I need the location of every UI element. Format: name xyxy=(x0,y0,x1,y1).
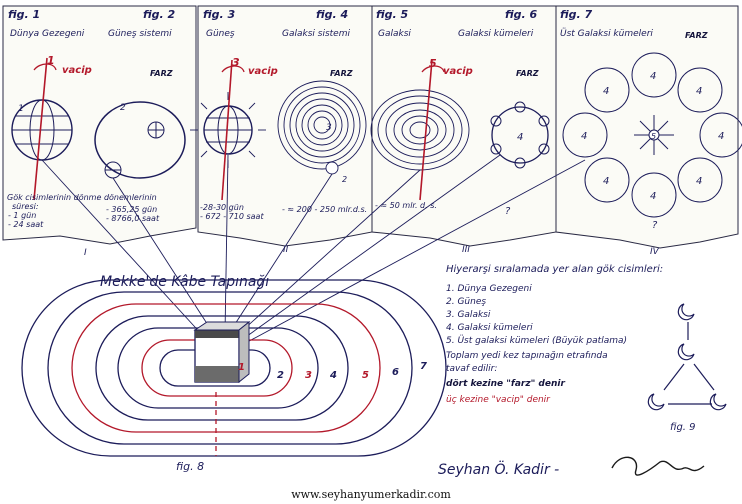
fig4-farz: FARZ xyxy=(330,69,353,78)
fig6-cluster xyxy=(490,101,550,169)
vacip-line: üç kezine "vacip" denir xyxy=(446,395,551,405)
fig7-c7: 4 xyxy=(650,71,656,82)
fig7-label: fig. 7 xyxy=(560,8,593,21)
fig7-c5: 4 xyxy=(603,176,609,187)
fig7-c4: 4 xyxy=(718,131,724,142)
rotation-title-1: Gök cisimlerinin dönme dönemlerinin xyxy=(7,193,157,202)
caption-dunya: Dünya Gezegeni xyxy=(10,29,85,39)
fig7-c3: 4 xyxy=(581,131,587,142)
fig4-num3: 3 xyxy=(326,123,332,133)
p2-line-b: - 8766,0 saat xyxy=(106,214,160,223)
hierarchy-title: Hiyerarşi sıralamada yer alan gök cisiml… xyxy=(446,264,663,275)
fig7-c6: 4 xyxy=(696,176,702,187)
fig7-supercluster xyxy=(562,52,742,218)
p2-line-a: - 365,25 gün xyxy=(106,205,157,214)
fig3-num: 3 xyxy=(232,56,240,69)
rotation-title-2: süresi: xyxy=(12,202,39,211)
fig5-label: fig. 5 xyxy=(376,8,409,21)
fig5-galaxy xyxy=(370,59,470,201)
website-url: www.seyhanyumerkadir.com xyxy=(291,488,451,501)
fig2-num2: 2 xyxy=(120,103,126,113)
fig3-label: fig. 3 xyxy=(203,8,236,21)
fig2-label: fig. 2 xyxy=(143,8,176,21)
kaaba-title: Mekke'de Kâbe Tapınağı xyxy=(100,274,269,290)
fig6-farz: FARZ xyxy=(516,69,539,78)
p4-line-a: - ≈ 200 - 250 mlr.d.s. xyxy=(282,205,367,214)
fig2-farz: FARZ xyxy=(150,69,173,78)
roman-4: IV xyxy=(650,247,660,257)
caption-gunes: Güneş xyxy=(206,29,235,39)
ring-7: 7 xyxy=(420,361,427,372)
ring-5: 5 xyxy=(362,370,369,381)
fig8-label: fig. 8 xyxy=(176,460,204,473)
fig6-question: ? xyxy=(505,206,511,217)
hierarchy-item-1: 1. Dünya Gezegeni xyxy=(446,284,532,294)
ring-6: 6 xyxy=(392,367,399,378)
fig6-label: fig. 6 xyxy=(505,8,538,21)
panel-1 xyxy=(2,5,197,245)
p1-line-a: - 1 gün xyxy=(8,211,36,220)
roman-3: III xyxy=(462,245,470,255)
caption-galaksi-kumeleri: Galaksi kümeleri xyxy=(458,29,534,39)
fig3-vacip: vacip xyxy=(248,66,278,77)
fig1-num: 1 xyxy=(47,54,55,67)
p1-line-b: - 24 saat xyxy=(8,220,44,229)
roman-2: II xyxy=(283,245,289,255)
roman-1: I xyxy=(84,248,87,258)
caption-galaksi: Galaksi xyxy=(378,29,411,39)
caption-ust-galaksi: Üst Galaksi kümeleri xyxy=(560,28,653,39)
fig6-num4: 4 xyxy=(517,132,523,143)
ring-2: 2 xyxy=(277,370,284,381)
hierarchy-note-2: tavaf edilir: xyxy=(446,364,497,374)
fig7-farz: FARZ xyxy=(685,31,708,40)
hierarchy-item-2: 2. Güneş xyxy=(446,297,486,307)
caption-gunes-sistemi: Güneş sistemi xyxy=(108,29,172,39)
fig7-c1: 4 xyxy=(603,86,609,97)
signature-scribble xyxy=(611,456,705,476)
p3-line-a: -28-30 gün xyxy=(200,203,244,212)
panel-group xyxy=(2,5,739,249)
fig4-label: fig. 4 xyxy=(316,8,348,21)
fig1-vacip: vacip xyxy=(62,65,92,76)
panel-4 xyxy=(555,5,739,249)
farz-line: dört kezine "farz" denir xyxy=(446,379,565,389)
hierarchy-item-4: 4. Galaksi kümeleri xyxy=(446,323,533,333)
ring-numbers: 1 2 3 4 5 6 7 xyxy=(238,361,427,381)
ring-4: 4 xyxy=(329,370,337,381)
signature-name: Seyhan Ö. Kadir - xyxy=(438,460,559,478)
p3-line-b: - 672 - 710 saat xyxy=(200,212,264,221)
fig5-num: 5 xyxy=(429,57,437,70)
fig7-c2: 4 xyxy=(696,86,702,97)
fig3-sun xyxy=(190,59,266,201)
p5-line-a: - ≈ 50 mlr. d. s. xyxy=(375,201,437,210)
fig7-c8: 4 xyxy=(650,191,656,202)
fig9-crescents xyxy=(647,303,727,411)
tawaf-rings xyxy=(21,279,447,457)
fig9-label: fig. 9 xyxy=(670,422,696,433)
hierarchy-notes: Hiyerarşi sıralamada yer alan gök cisiml… xyxy=(446,264,663,405)
fig7-question: ? xyxy=(652,220,658,231)
fig1-label: fig. 1 xyxy=(8,8,40,21)
kaaba-building xyxy=(193,320,251,384)
hierarchy-note-1: Toplam yedi kez tapınağın etrafında xyxy=(446,351,608,361)
fig4-galaxy xyxy=(277,80,367,175)
fig1-earth-num: 1 xyxy=(18,104,24,114)
ring-1: 1 xyxy=(238,362,245,373)
hierarchy-item-5: 5. Üst galaksi kümeleri (Büyük patlama) xyxy=(446,335,627,346)
fig4-num2: 2 xyxy=(342,175,347,184)
ring-3: 3 xyxy=(305,370,312,381)
hierarchy-item-3: 3. Galaksi xyxy=(446,310,491,320)
caption-galaksi-sistemi: Galaksi sistemi xyxy=(282,29,350,39)
fig7-num5: 5 xyxy=(651,132,656,141)
panel-3 xyxy=(371,5,557,247)
fig5-vacip: vacip xyxy=(443,66,473,77)
